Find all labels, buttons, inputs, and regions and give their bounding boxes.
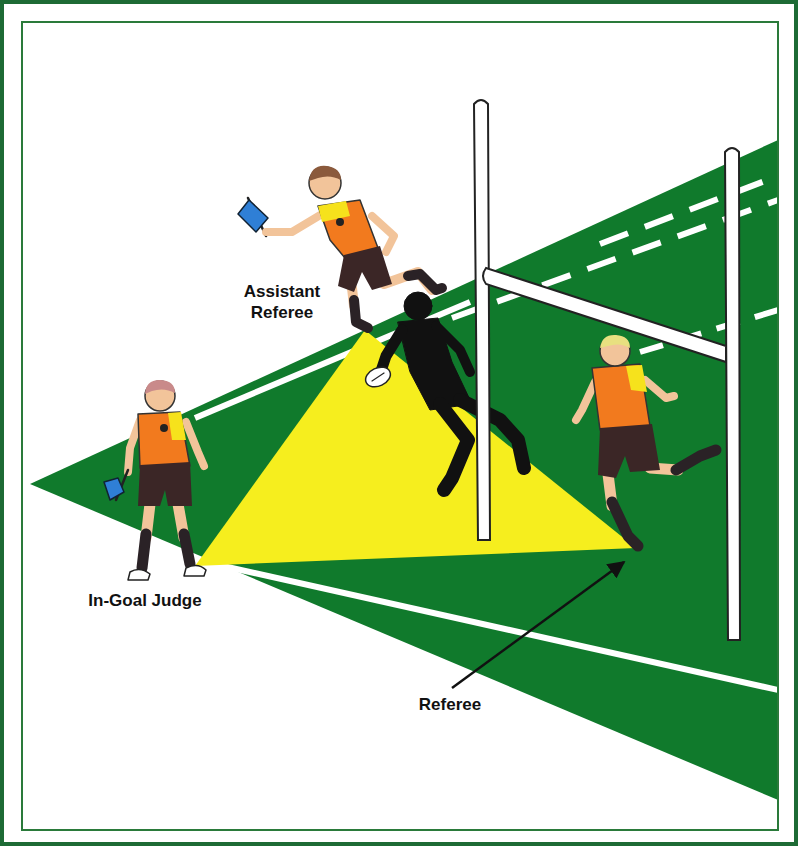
goal-line: [205, 562, 777, 690]
shoe: [128, 569, 150, 580]
inner-frame: [22, 22, 778, 830]
arm: [645, 380, 674, 398]
hair: [309, 166, 341, 181]
official-label: Referee: [400, 694, 500, 715]
shirt-shoulder: [318, 201, 350, 222]
grass: [30, 140, 777, 800]
badge: [336, 218, 344, 226]
flag: [238, 200, 268, 232]
right-post: [725, 148, 740, 640]
in-goal-judge-figure: [104, 380, 206, 580]
goal-posts: [474, 100, 740, 640]
arm: [436, 326, 470, 372]
badge: [160, 424, 168, 432]
shirt: [138, 412, 190, 468]
pitch: [30, 140, 777, 800]
hair: [600, 335, 630, 348]
flag: [104, 478, 124, 500]
arm: [266, 214, 322, 232]
sock: [676, 450, 716, 470]
head: [404, 292, 432, 320]
leader-arrow: [452, 562, 624, 688]
referee-figure: [576, 335, 716, 546]
shoe: [184, 565, 206, 576]
ball-seam: [372, 373, 384, 381]
ball-carrier-silhouette: [362, 292, 524, 490]
shirt-shoulder: [168, 412, 186, 440]
sock: [184, 534, 190, 564]
official-label: Assistant Referee: [232, 281, 332, 323]
sock: [408, 274, 442, 290]
shirt-shoulder: [626, 365, 647, 392]
official-label: In-Goal Judge: [70, 590, 220, 611]
sock: [142, 534, 146, 568]
left-post: [474, 100, 490, 540]
leg: [460, 400, 524, 468]
dashed-line: [600, 176, 777, 244]
shorts: [338, 246, 392, 292]
sock: [612, 502, 638, 546]
sock: [354, 300, 368, 328]
shirt: [592, 364, 650, 430]
leg: [440, 404, 468, 490]
arm: [576, 382, 595, 420]
rugby-ball: [362, 363, 393, 390]
shorts: [598, 424, 660, 478]
shorts: [138, 462, 192, 506]
hair: [145, 380, 175, 394]
